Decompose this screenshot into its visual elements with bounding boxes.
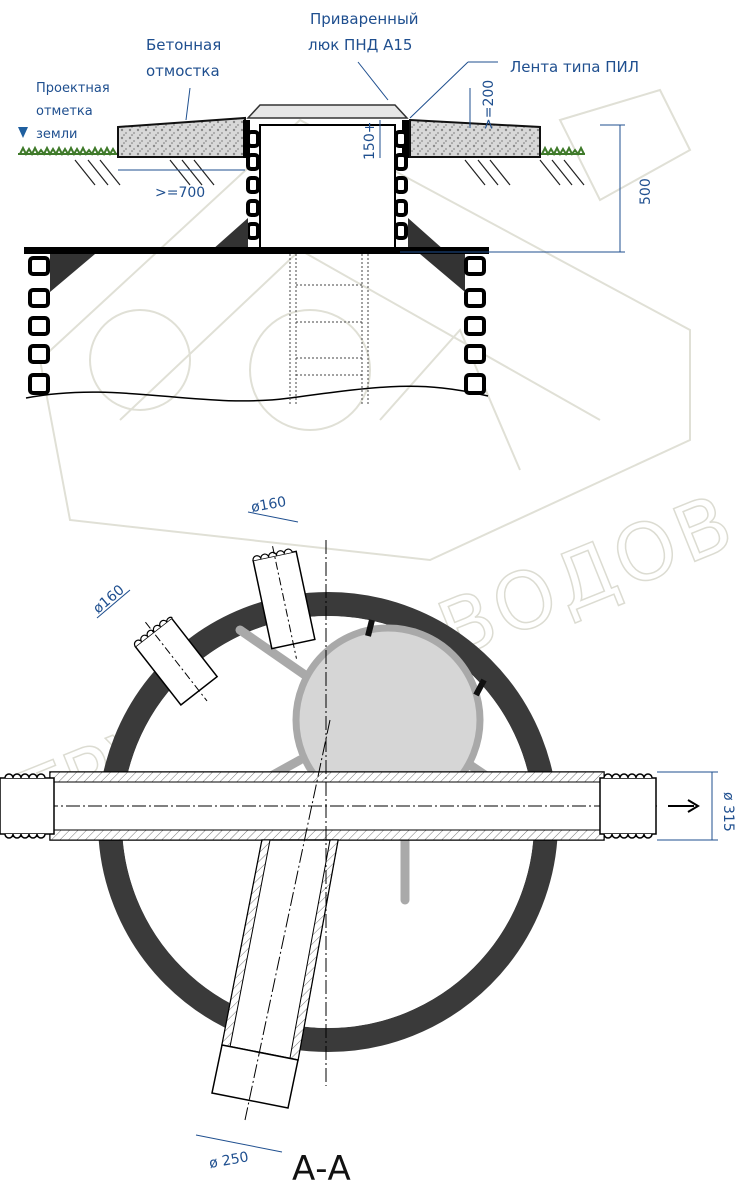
dim-150: 150+ xyxy=(362,122,378,160)
pipe-end-left xyxy=(0,773,55,839)
welded-hatch-label-2: люк ПНД А15 xyxy=(308,36,412,54)
dim-700: >=700 xyxy=(155,185,205,201)
outlet-pipe-end xyxy=(211,1044,299,1109)
dim-250: ø 250 xyxy=(208,1149,250,1172)
inlet-pipe-160-b xyxy=(133,616,219,706)
ground-grass xyxy=(18,145,585,157)
concrete-apron-right xyxy=(409,118,541,158)
concrete-apron-left xyxy=(117,116,246,158)
ground-level-marker xyxy=(18,127,28,138)
welded-hatch-label-1: Приваренный xyxy=(310,10,419,28)
ground-hatch xyxy=(74,159,585,186)
neck-wall-left xyxy=(246,130,260,240)
dimension-lines-top xyxy=(118,61,625,253)
pipe-end-right xyxy=(599,773,657,839)
outlet-pipe-axis xyxy=(244,719,331,1121)
neck-inner xyxy=(259,124,396,252)
ground-label-3: земли xyxy=(36,127,77,142)
concrete-label-2: отмостка xyxy=(146,62,220,80)
dim-160-a: ø160 xyxy=(250,494,288,516)
plan-section: ø160 ø160 ø 315 ø 250 А-А xyxy=(0,494,736,1186)
ground-label-1: Проектная xyxy=(36,81,110,96)
dimension-lines-plan xyxy=(96,511,718,1153)
ground-label-2: отметка xyxy=(36,104,93,119)
gusset-right xyxy=(408,218,444,250)
section-title: А-А xyxy=(292,1149,351,1186)
slab-brace-left xyxy=(50,254,95,292)
dim-500: 500 xyxy=(638,178,654,205)
dim-200: >=200 xyxy=(481,80,497,130)
neck-tape-mark-2 xyxy=(473,678,487,697)
chamber-wall-left xyxy=(28,256,50,395)
elevation-section: Приваренный люк ПНД А15 Бетонная отмостк… xyxy=(18,10,654,405)
dim-315: ø 315 xyxy=(720,792,736,832)
main-pipe-wall-bottom xyxy=(49,829,605,841)
main-pipe-wall-top xyxy=(49,771,605,783)
inlet-pipe-160-a xyxy=(252,546,316,659)
hatch-lid xyxy=(246,104,409,119)
dim-160-b: ø160 xyxy=(90,582,127,617)
neck-tape-mark-1 xyxy=(365,619,375,637)
flow-arrow xyxy=(668,799,700,813)
slab-brace-right xyxy=(420,254,465,292)
concrete-label-1: Бетонная xyxy=(146,36,221,54)
gusset-left xyxy=(212,218,248,250)
ladder xyxy=(289,254,369,405)
chamber-wall-right xyxy=(464,256,486,395)
base-slab xyxy=(24,247,489,254)
watermark-logo xyxy=(38,88,692,562)
tape-label: Лента типа ПИЛ xyxy=(510,58,639,76)
